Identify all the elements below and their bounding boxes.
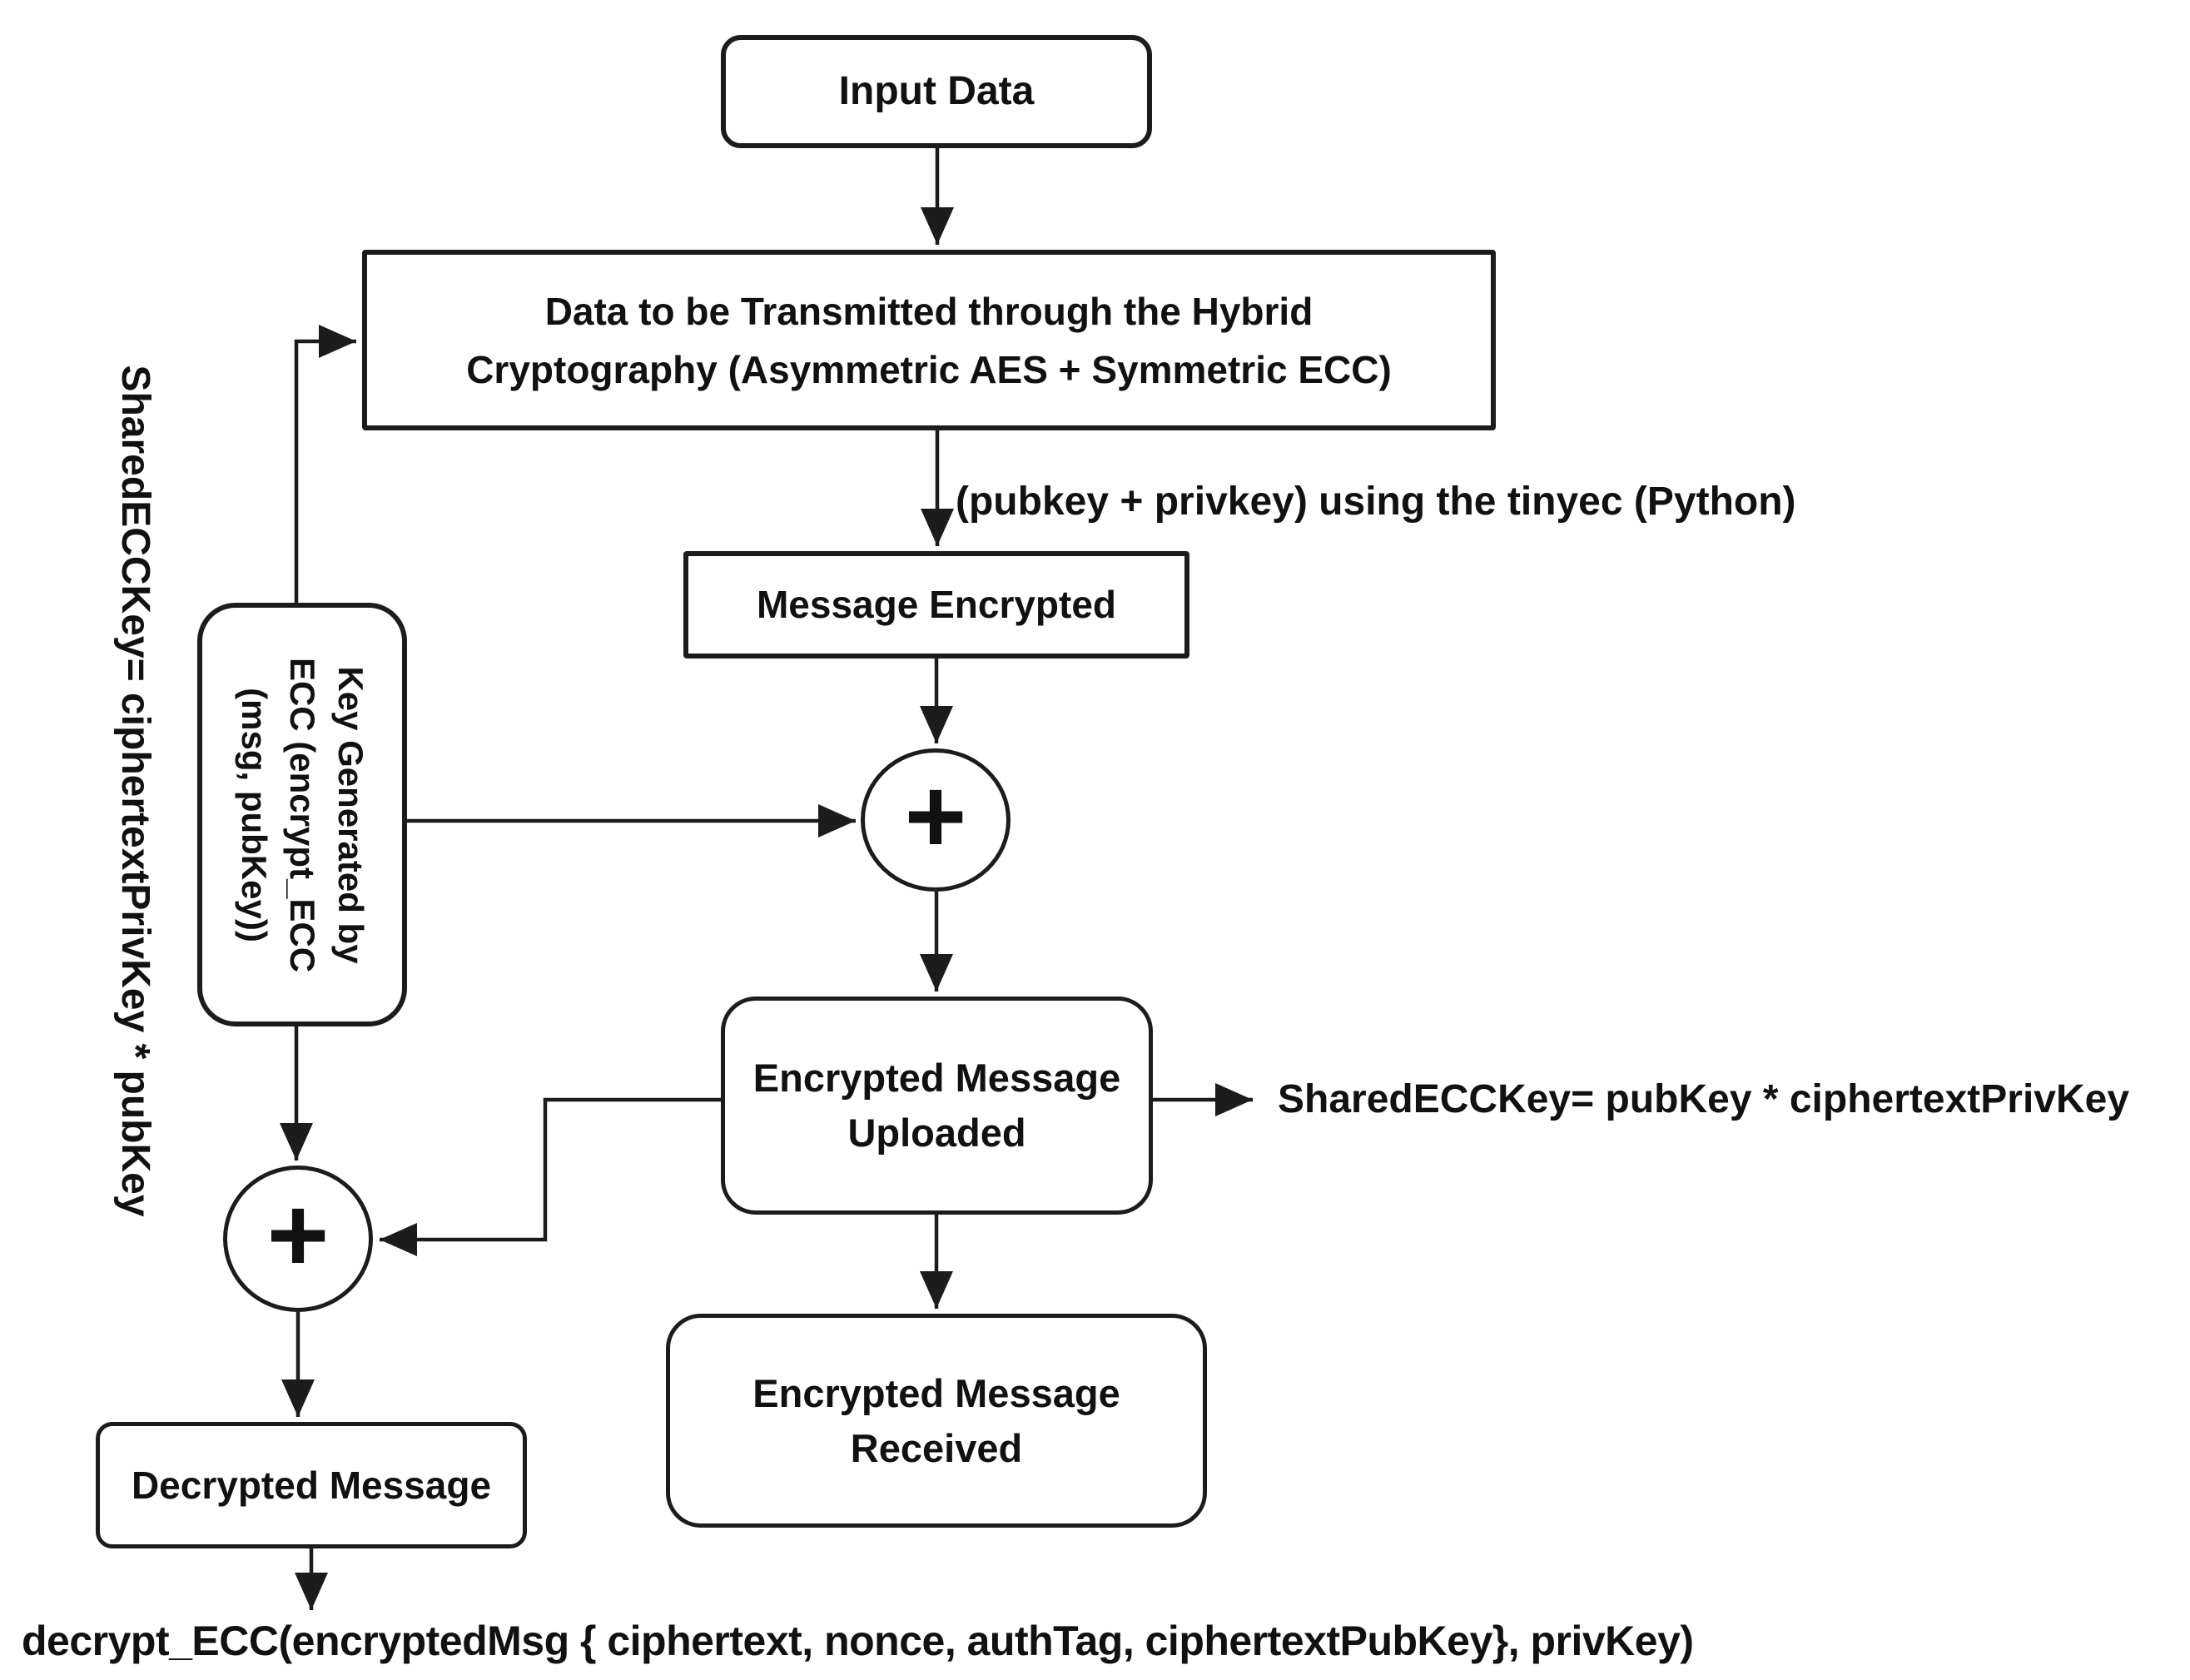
tinyec-note-label: (pubkey + privkey) using the tinyec (Pyt…: [956, 480, 1796, 524]
node-message-encrypted: Message Encrypted: [683, 551, 1189, 659]
node-encrypted-uploaded: Encrypted Message Uploaded: [721, 997, 1153, 1215]
node-input-data-label: Input Data: [838, 69, 1035, 114]
connector-uploaded-to-adder-bottom: [380, 1097, 721, 1256]
decrypt-formula-text: decrypt_ECC(encryptedMsg { ciphertext, n…: [22, 1618, 1694, 1664]
node-encrypted-received: Encrypted Message Received: [666, 1314, 1207, 1528]
adder-circle-bottom: +: [223, 1166, 373, 1312]
node-message-encrypted-label: Message Encrypted: [756, 583, 1117, 627]
adder-circle-top: +: [861, 748, 1011, 892]
node-decrypted-message-label: Decrypted Message: [131, 1463, 492, 1507]
node-decrypted-message: Decrypted Message: [96, 1422, 527, 1548]
left-sharedkey-caption: SharedECCKey= ciphertextPrivKey * pubKey: [113, 365, 157, 1217]
node-key-generated-line1: Key Generated by: [331, 665, 370, 964]
right-sharedkey-note: SharedECCKey= pubKey * ciphertextPrivKey: [1278, 1077, 2130, 1121]
node-data-transmit: Data to be Transmitted through the Hybri…: [362, 250, 1496, 430]
node-encrypted-received-line2: Received: [850, 1425, 1023, 1470]
node-key-generated-line3: (msg, pubKey)): [235, 687, 274, 942]
node-key-generated-text: Key Generated by ECC (encrypt_ECC (msg, …: [230, 582, 375, 1048]
plus-icon: +: [266, 1176, 330, 1295]
node-encrypted-uploaded-line2: Uploaded: [847, 1111, 1026, 1155]
node-data-transmit-line2: Cryptography (Asymmetric AES + Symmetric…: [466, 347, 1392, 391]
node-encrypted-received-line1: Encrypted Message: [752, 1370, 1120, 1415]
node-encrypted-uploaded-line1: Encrypted Message: [752, 1056, 1121, 1100]
plus-icon: +: [904, 757, 967, 876]
node-key-generated: Key Generated by ECC (encrypt_ECC (msg, …: [197, 603, 407, 1026]
node-key-generated-line2: ECC (encrypt_ECC: [283, 657, 322, 972]
connector-keygen-feedback-to-transmit: [294, 325, 356, 633]
node-input-data: Input Data: [721, 35, 1152, 148]
node-data-transmit-line1: Data to be Transmitted through the Hybri…: [544, 289, 1314, 333]
